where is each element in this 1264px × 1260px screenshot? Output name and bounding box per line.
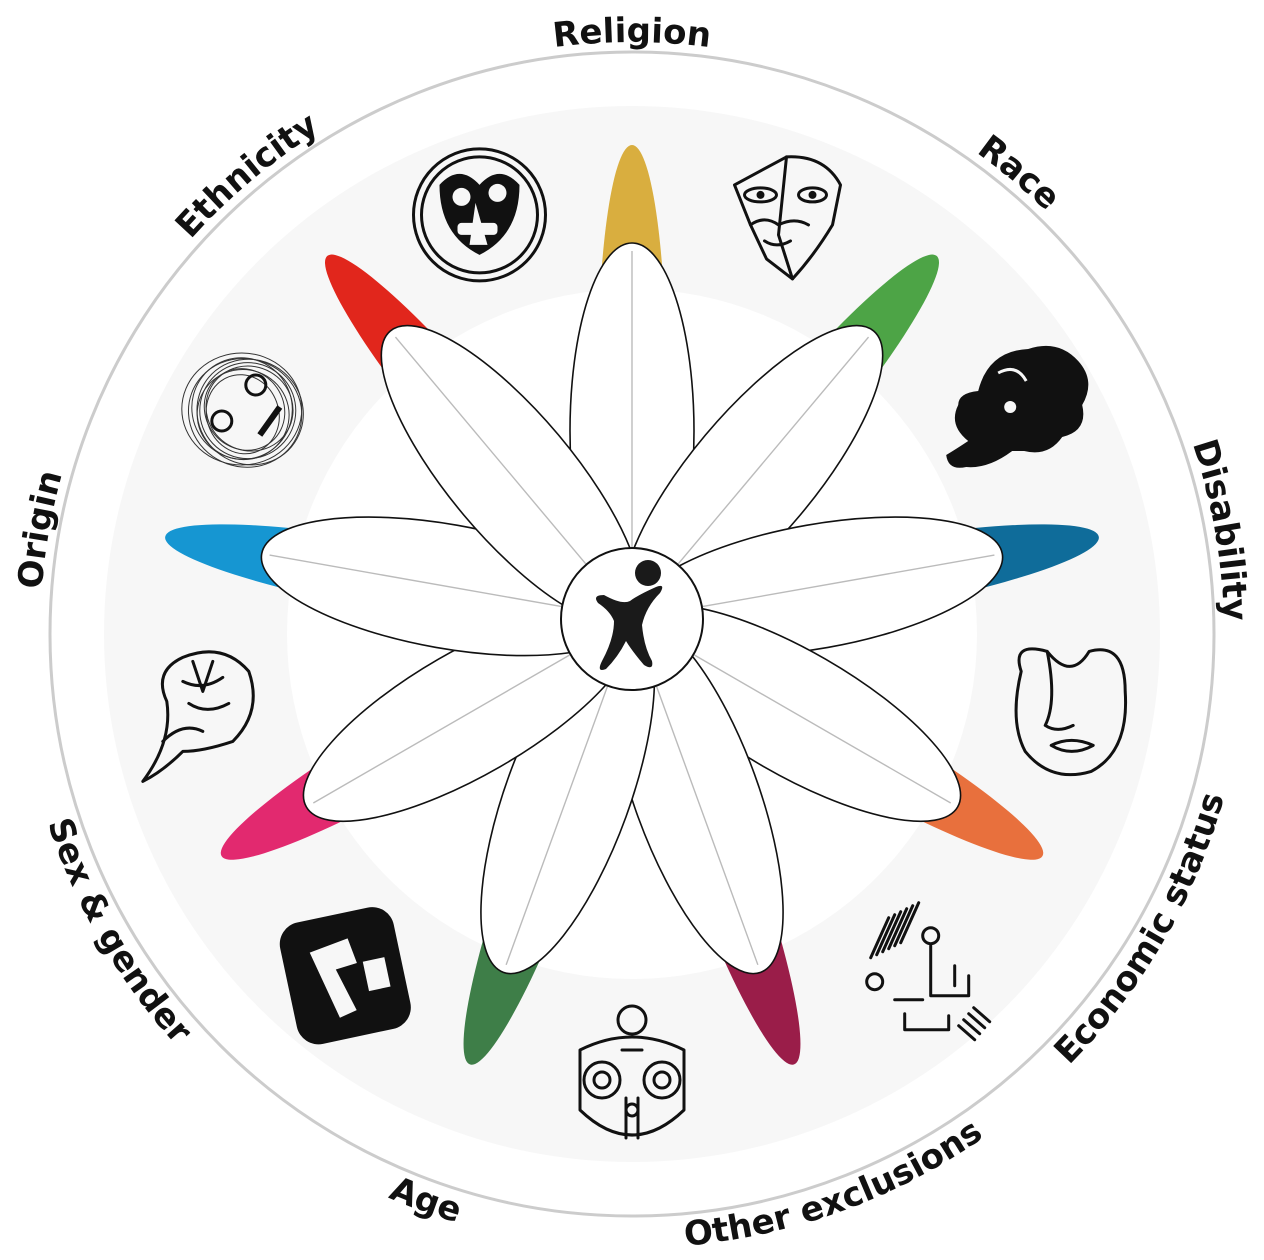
spoke-disability [702,554,995,608]
line-face-icon [865,901,992,1042]
spoke-race [677,336,870,565]
mask-icon [733,155,842,281]
scribble-face-icon [412,147,547,283]
tribal-mask-icon [279,907,411,1045]
person-icon [596,560,663,670]
curly-hair-face-icon [1014,647,1128,777]
spoke-sex-and-gender [312,654,570,804]
spokes [269,251,995,966]
spoke-economic-status [694,654,952,804]
spoke-ethnicity [394,336,587,565]
split-face-icon [946,345,1089,468]
center-hub [560,547,704,691]
dragon-mask-icon [181,352,304,468]
spoke-age [505,686,609,966]
spoke-other-exclusions [655,686,759,966]
circuit-icon [578,1004,686,1140]
spoke-origin [269,554,562,608]
label-religion: Religion [551,11,714,56]
block-glyph-icon [141,650,255,783]
dimension-icons [141,147,1128,1140]
